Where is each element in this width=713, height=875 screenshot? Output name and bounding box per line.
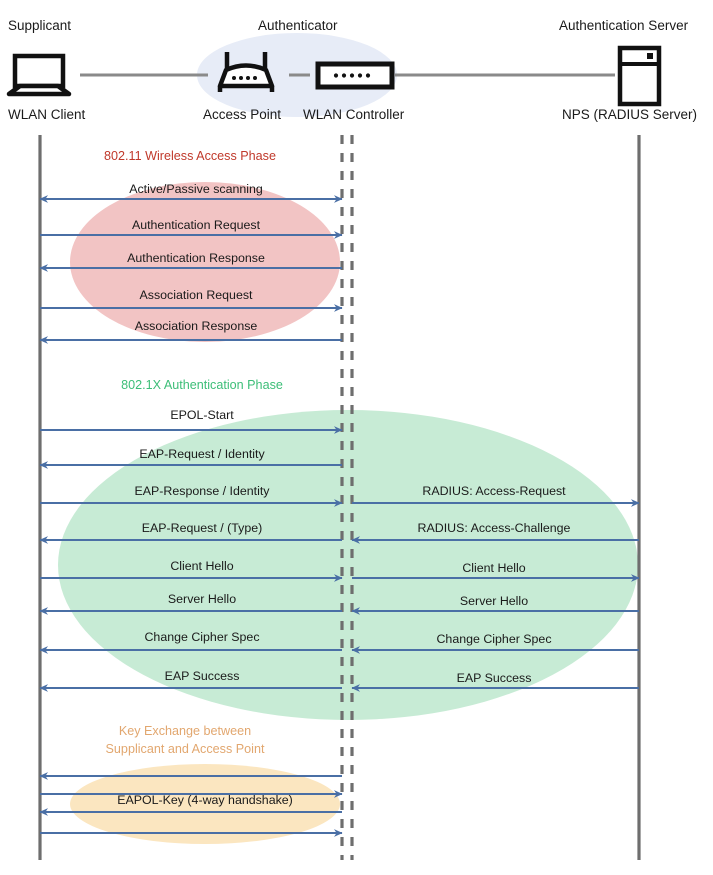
actor-device-wlan-controller: WLAN Controller	[303, 107, 405, 122]
actor-role-authentication-server: Authentication Server	[559, 18, 689, 33]
message-label: Authentication Request	[131, 218, 261, 232]
wireless-router-icon	[217, 52, 275, 92]
phase-key-exchange-ellipse	[70, 764, 340, 844]
phase-8021x-ellipse	[58, 410, 638, 720]
phase-label-key-exchange-line1: Key Exchange between	[118, 724, 252, 738]
actor-device-wlan-client: WLAN Client	[8, 107, 86, 122]
message-label: Association Response	[134, 319, 258, 333]
message-label: EAP Success	[164, 669, 240, 683]
message-label: Active/Passive scanning	[129, 182, 263, 196]
actor-device-nps-radius-server: NPS (RADIUS Server)	[562, 107, 698, 122]
message-label: EAP Success	[456, 671, 532, 685]
network-controller-icon	[315, 61, 395, 90]
phase-label-key-exchange: Key Exchange between Supplicant and Acce…	[106, 722, 265, 758]
message-label: EAP-Request / (Type)	[141, 521, 263, 535]
actor-role-authenticator: Authenticator	[258, 18, 338, 33]
message-label: Association Request	[139, 288, 253, 302]
message-label: EAP-Response / Identity	[134, 484, 270, 498]
message-label: Server Hello	[167, 592, 237, 606]
message-label: Change Cipher Spec	[144, 630, 260, 644]
message-label: RADIUS: Access-Challenge	[417, 521, 571, 535]
server-rack-icon	[617, 45, 662, 107]
actor-device-access-point: Access Point	[203, 107, 282, 122]
phase-80211-ellipse	[70, 182, 340, 342]
message-label: Change Cipher Spec	[436, 632, 552, 646]
laptop-icon	[6, 53, 72, 97]
message-label: Client Hello	[170, 559, 234, 573]
message-label: Client Hello	[462, 561, 526, 575]
message-label: Authentication Response	[127, 251, 265, 265]
message-label: Server Hello	[459, 594, 529, 608]
message-label: EAPOL-Key (4-way handshake)	[117, 793, 293, 807]
message-arrows-group	[39, 195, 640, 837]
message-label: EPOL-Start	[170, 408, 234, 422]
actor-role-supplicant: Supplicant	[8, 18, 72, 33]
phase-label-80211: 802.11 Wireless Access Phase	[104, 149, 276, 163]
message-label: RADIUS: Access-Request	[422, 484, 566, 498]
message-label: EAP-Request / Identity	[139, 447, 265, 461]
phase-label-8021x: 802.1X Authentication Phase	[121, 378, 283, 392]
phase-label-key-exchange-line2: Supplicant and Access Point	[105, 742, 265, 756]
